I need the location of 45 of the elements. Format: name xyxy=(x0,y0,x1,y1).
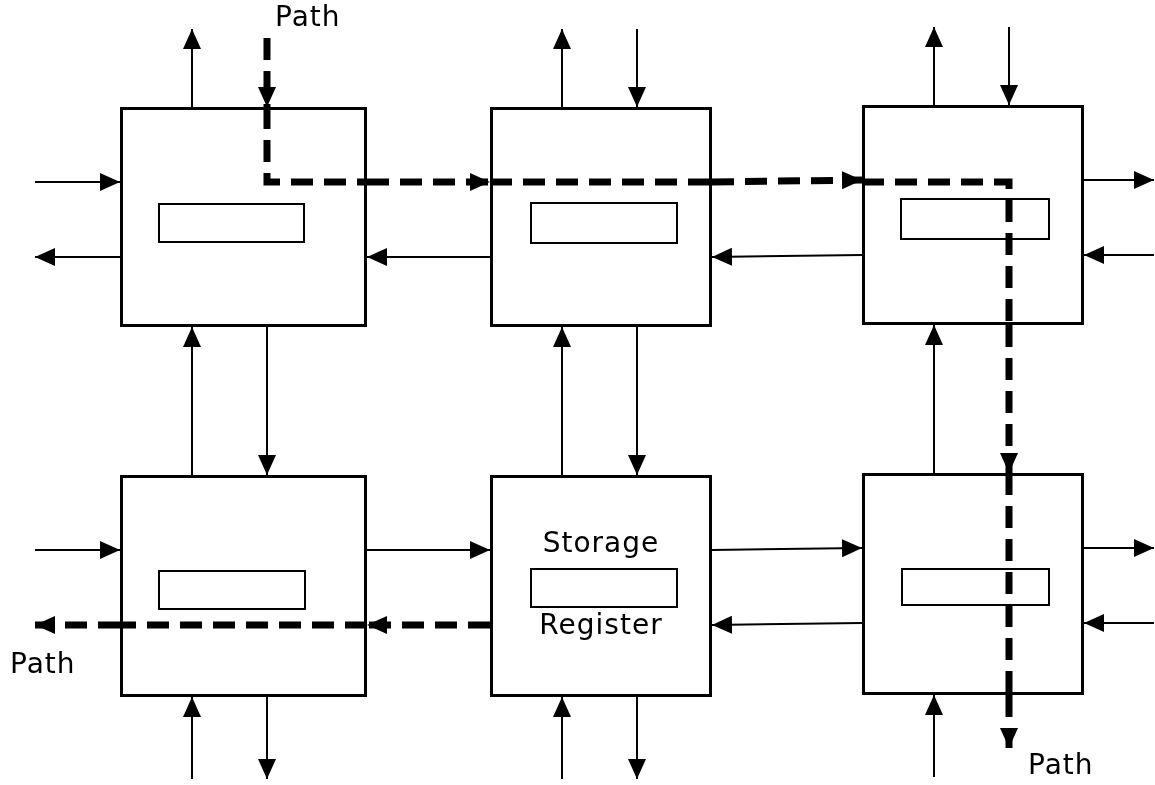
processor-cell xyxy=(490,475,712,697)
arrow xyxy=(34,248,121,266)
arrow xyxy=(711,615,863,634)
processor-cell xyxy=(120,107,367,327)
storage-register xyxy=(530,568,678,608)
arrow xyxy=(34,541,121,559)
arrow xyxy=(366,248,491,266)
arrow xyxy=(1083,246,1155,264)
path-label: Path xyxy=(10,647,76,681)
arrow xyxy=(628,696,646,780)
arrow xyxy=(1083,171,1155,189)
arrow xyxy=(925,694,943,778)
storage-register xyxy=(158,570,306,610)
arrow xyxy=(711,247,863,266)
dashed-path-arrow xyxy=(711,171,863,190)
storage-register xyxy=(900,198,1050,240)
arrow xyxy=(34,173,121,191)
arrow xyxy=(1000,26,1018,106)
processor-cell xyxy=(862,105,1084,325)
storage-register xyxy=(901,568,1050,606)
arrow xyxy=(925,324,943,474)
storage-register xyxy=(530,202,678,244)
arrow xyxy=(553,28,571,108)
processor-cell xyxy=(862,473,1084,695)
arrow xyxy=(711,539,863,558)
path-label: Path xyxy=(275,0,341,34)
arrow xyxy=(1083,539,1155,557)
arrow xyxy=(183,28,201,108)
arrow xyxy=(183,696,201,780)
arrow xyxy=(553,696,571,780)
arrow xyxy=(183,326,201,476)
arrow xyxy=(925,26,943,106)
register-label: Register xyxy=(538,608,664,642)
arrow xyxy=(553,326,571,476)
arrow xyxy=(628,326,646,476)
arrow xyxy=(366,541,491,559)
arrow xyxy=(1083,614,1155,632)
storage-register xyxy=(158,203,305,243)
register-label: Storage xyxy=(541,526,661,560)
processor-cell xyxy=(490,107,712,327)
arrow xyxy=(628,28,646,108)
arrow xyxy=(258,326,276,476)
arrow xyxy=(258,696,276,780)
processor-cell xyxy=(120,475,367,697)
path-label: Path xyxy=(1028,748,1094,782)
